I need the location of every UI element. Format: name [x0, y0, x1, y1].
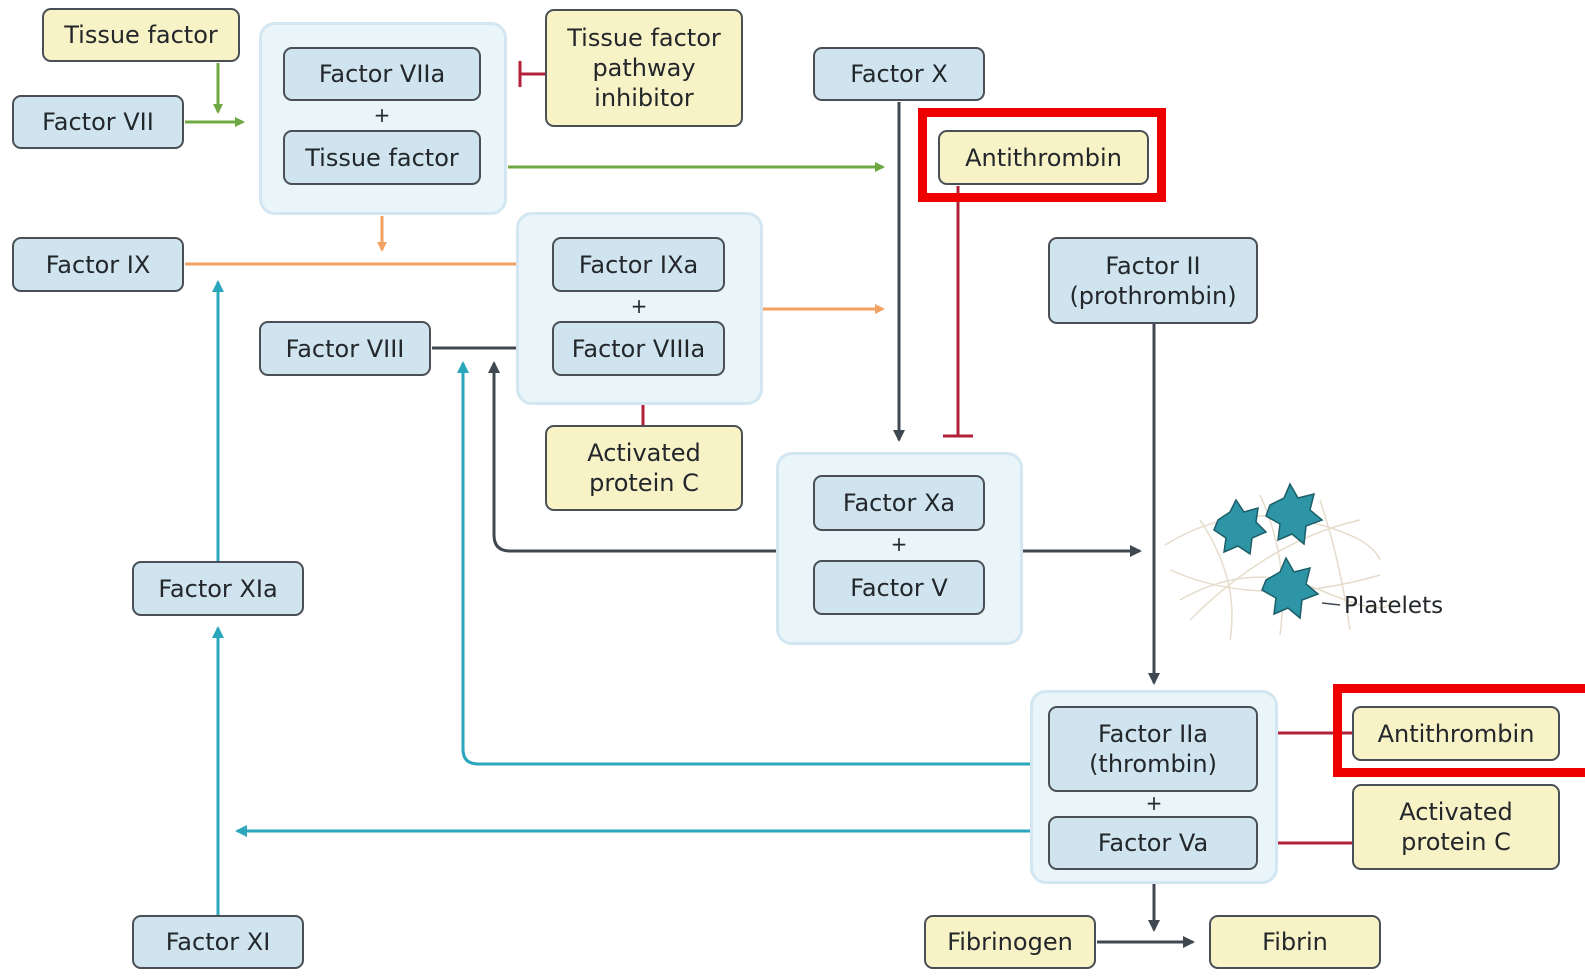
- node-factor-viii: Factor VIII: [259, 321, 431, 376]
- node-factor-va: Factor Va: [1048, 816, 1258, 870]
- platelets-pointer: [1321, 602, 1341, 606]
- node-factor-ii: Factor II (prothrombin): [1048, 237, 1258, 324]
- node-tissue-factor-pathway-inhibitor: Tissue factor pathway inhibitor: [545, 9, 743, 127]
- teal-arrows: [212, 280, 1030, 915]
- platelet-1: [1213, 498, 1268, 556]
- platelet-3: [1261, 556, 1320, 620]
- node-factor-vii: Factor VII: [12, 95, 184, 149]
- orange-arrows: [185, 216, 885, 314]
- node-antithrombin-1: Antithrombin: [938, 130, 1149, 185]
- arrow-thrombin-to-viii: [457, 361, 1030, 766]
- node-factor-v: Factor V: [813, 560, 985, 615]
- node-tissue-factor-top: Tissue factor: [42, 8, 240, 62]
- node-antithrombin-2: Antithrombin: [1352, 706, 1560, 761]
- plus-sign: +: [630, 294, 648, 318]
- dark-arrows: [432, 102, 1195, 948]
- plus-sign: +: [890, 532, 908, 556]
- node-activated-protein-c-1: Activated protein C: [545, 425, 743, 511]
- highlight-antithrombin-1: [918, 108, 1166, 202]
- node-factor-x: Factor X: [813, 47, 985, 101]
- node-factor-viiia: Factor VIIIa: [552, 321, 725, 376]
- green-arrows: [185, 63, 885, 172]
- node-tissue-factor-complex: Tissue factor: [283, 130, 481, 185]
- node-factor-iia: Factor IIa (thrombin): [1048, 706, 1258, 792]
- plus-sign: +: [373, 103, 391, 127]
- node-fibrin: Fibrin: [1209, 915, 1381, 969]
- arrow-xa-feedback: [488, 361, 776, 553]
- plus-sign: +: [1145, 791, 1163, 815]
- node-factor-xa: Factor Xa: [813, 475, 985, 531]
- node-activated-protein-c-2: Activated protein C: [1352, 784, 1560, 870]
- node-factor-ix: Factor IX: [12, 237, 184, 292]
- node-factor-viia: Factor VIIa: [283, 47, 481, 101]
- platelet-2: [1265, 482, 1324, 546]
- node-factor-xi: Factor XI: [132, 915, 304, 969]
- node-factor-ixa: Factor IXa: [552, 237, 725, 292]
- highlight-antithrombin-2: [1333, 684, 1585, 777]
- node-factor-xia: Factor XIa: [132, 561, 304, 616]
- node-fibrinogen: Fibrinogen: [924, 915, 1096, 969]
- platelet-illustration: [1164, 482, 1391, 641]
- label-platelets: Platelets: [1344, 593, 1444, 619]
